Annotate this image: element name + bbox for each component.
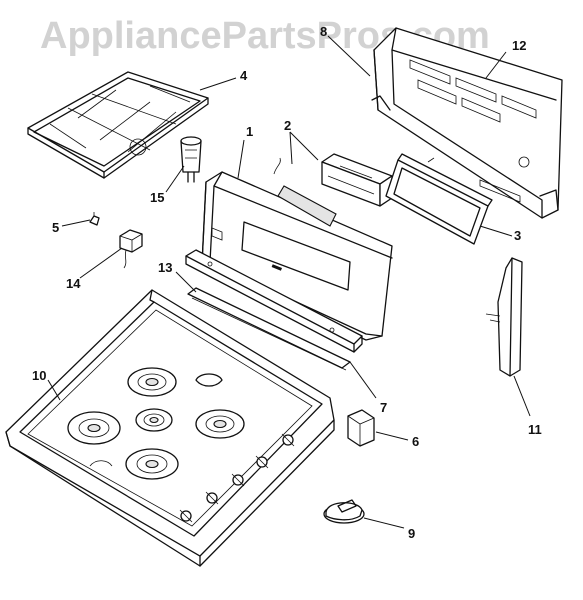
burner-right-front	[125, 448, 179, 480]
part-side-trim	[485, 257, 523, 377]
callout-9: 9	[408, 526, 415, 541]
callout-8: 8	[320, 24, 327, 39]
callout-4: 4	[240, 68, 248, 83]
burner-left-front	[67, 411, 121, 445]
callout-3: 3	[514, 228, 521, 243]
callout-2: 2	[284, 118, 291, 133]
callout-labels: 1 2 3 4 5 6 7 8 9 10 11 12 13 14 15	[32, 24, 542, 541]
burner-center	[135, 408, 173, 432]
leader-lines	[47, 35, 531, 529]
callout-12: 12	[512, 38, 526, 53]
part-display-window	[385, 153, 493, 245]
part-grate	[27, 71, 209, 179]
part-clip	[89, 212, 100, 226]
part-knob	[323, 499, 365, 524]
burner-left-rear	[127, 367, 177, 397]
callout-10: 10	[32, 368, 46, 383]
callout-7: 7	[380, 400, 387, 415]
callout-15: 15	[150, 190, 164, 205]
callout-5: 5	[52, 220, 59, 235]
part-switch	[119, 229, 143, 269]
callout-13: 13	[158, 260, 172, 275]
callout-11: 11	[528, 422, 542, 437]
burner-right-rear	[195, 409, 245, 439]
cooktop-knobs	[179, 433, 295, 523]
callout-1: 1	[246, 124, 253, 139]
part-rear-panel	[371, 27, 563, 219]
callout-6: 6	[412, 434, 419, 449]
part-main-cooktop	[5, 289, 335, 567]
part-manifold-panel	[185, 249, 363, 353]
part-igniter	[180, 136, 202, 183]
callout-14: 14	[66, 276, 81, 291]
part-bracket	[347, 409, 375, 447]
